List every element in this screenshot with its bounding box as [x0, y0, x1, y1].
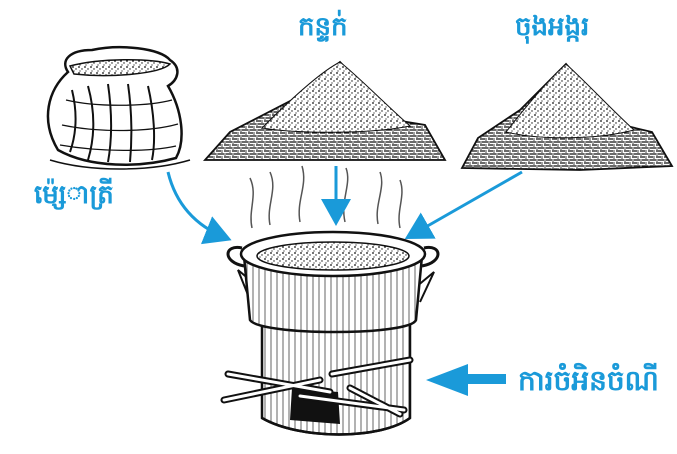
arrow-firewood-to-stove	[426, 364, 506, 396]
label-cooking-feed: ការចំអិនចំណី	[518, 363, 659, 404]
arrow-husk-to-pot	[410, 172, 522, 236]
cooking-pot-icon	[228, 232, 438, 332]
bran-pile-icon	[205, 62, 445, 160]
label-broken-rice: ចុងអង្ករ	[515, 10, 589, 48]
arrow-yeast-to-pot	[168, 172, 226, 238]
label-yeast: ម៉េ្សាត្រី	[34, 178, 114, 216]
steam-lines	[250, 166, 402, 228]
broken-rice-pile-icon	[462, 64, 672, 170]
grain-sack-icon	[48, 47, 190, 169]
label-bran: កន្ទក់	[298, 10, 348, 48]
